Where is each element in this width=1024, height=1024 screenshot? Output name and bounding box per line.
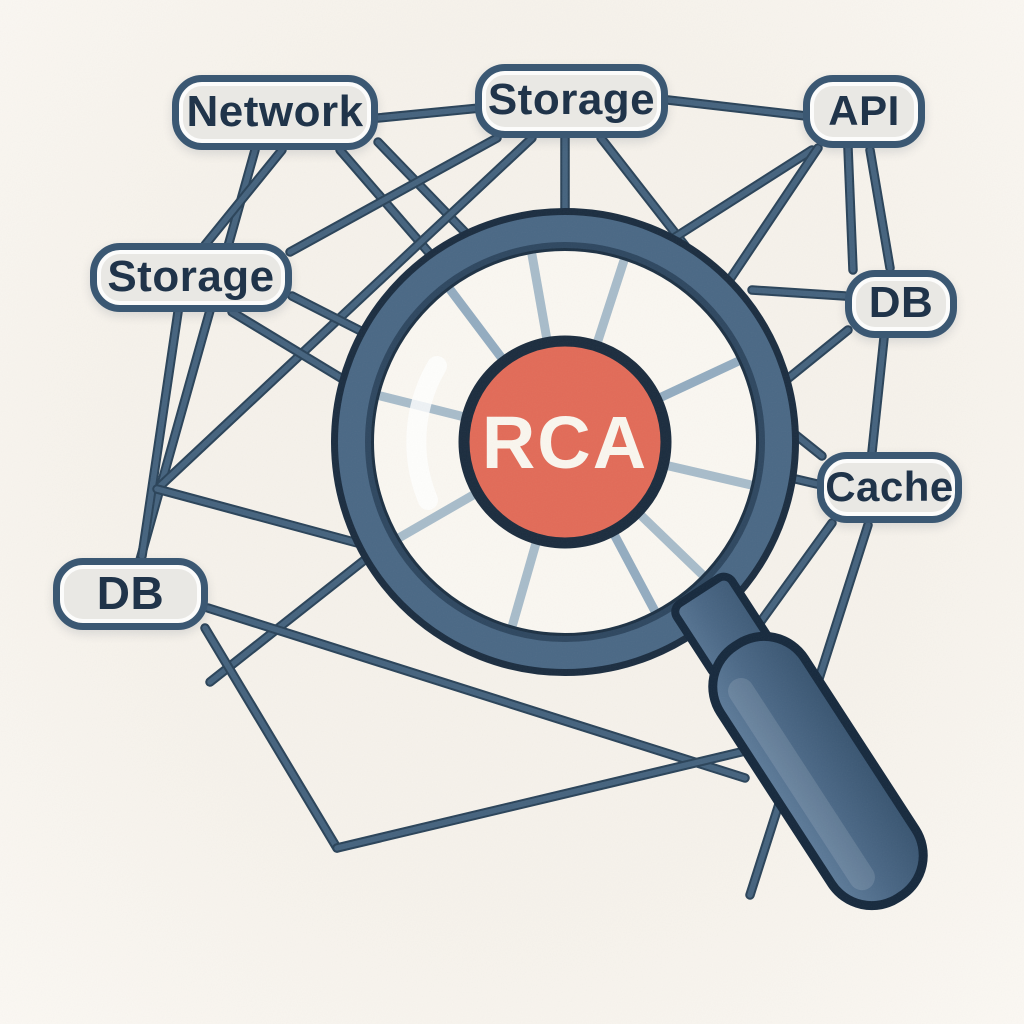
node-label: DB	[868, 278, 934, 327]
node-label: Cache	[825, 462, 954, 510]
node-network: Network	[172, 75, 378, 150]
node-label: Storage	[107, 251, 275, 301]
node-label: Network	[186, 86, 364, 136]
node-storage-left: Storage	[90, 243, 292, 312]
node-storage-top: Storage	[475, 64, 668, 138]
node-cache: Cache	[817, 452, 962, 523]
node-label: API	[828, 86, 900, 134]
node-db-right: DB	[845, 270, 957, 338]
node-label: DB	[96, 567, 165, 619]
node-label: Storage	[487, 75, 656, 124]
node-api: API	[803, 75, 925, 148]
node-db-left: DB	[53, 558, 208, 630]
